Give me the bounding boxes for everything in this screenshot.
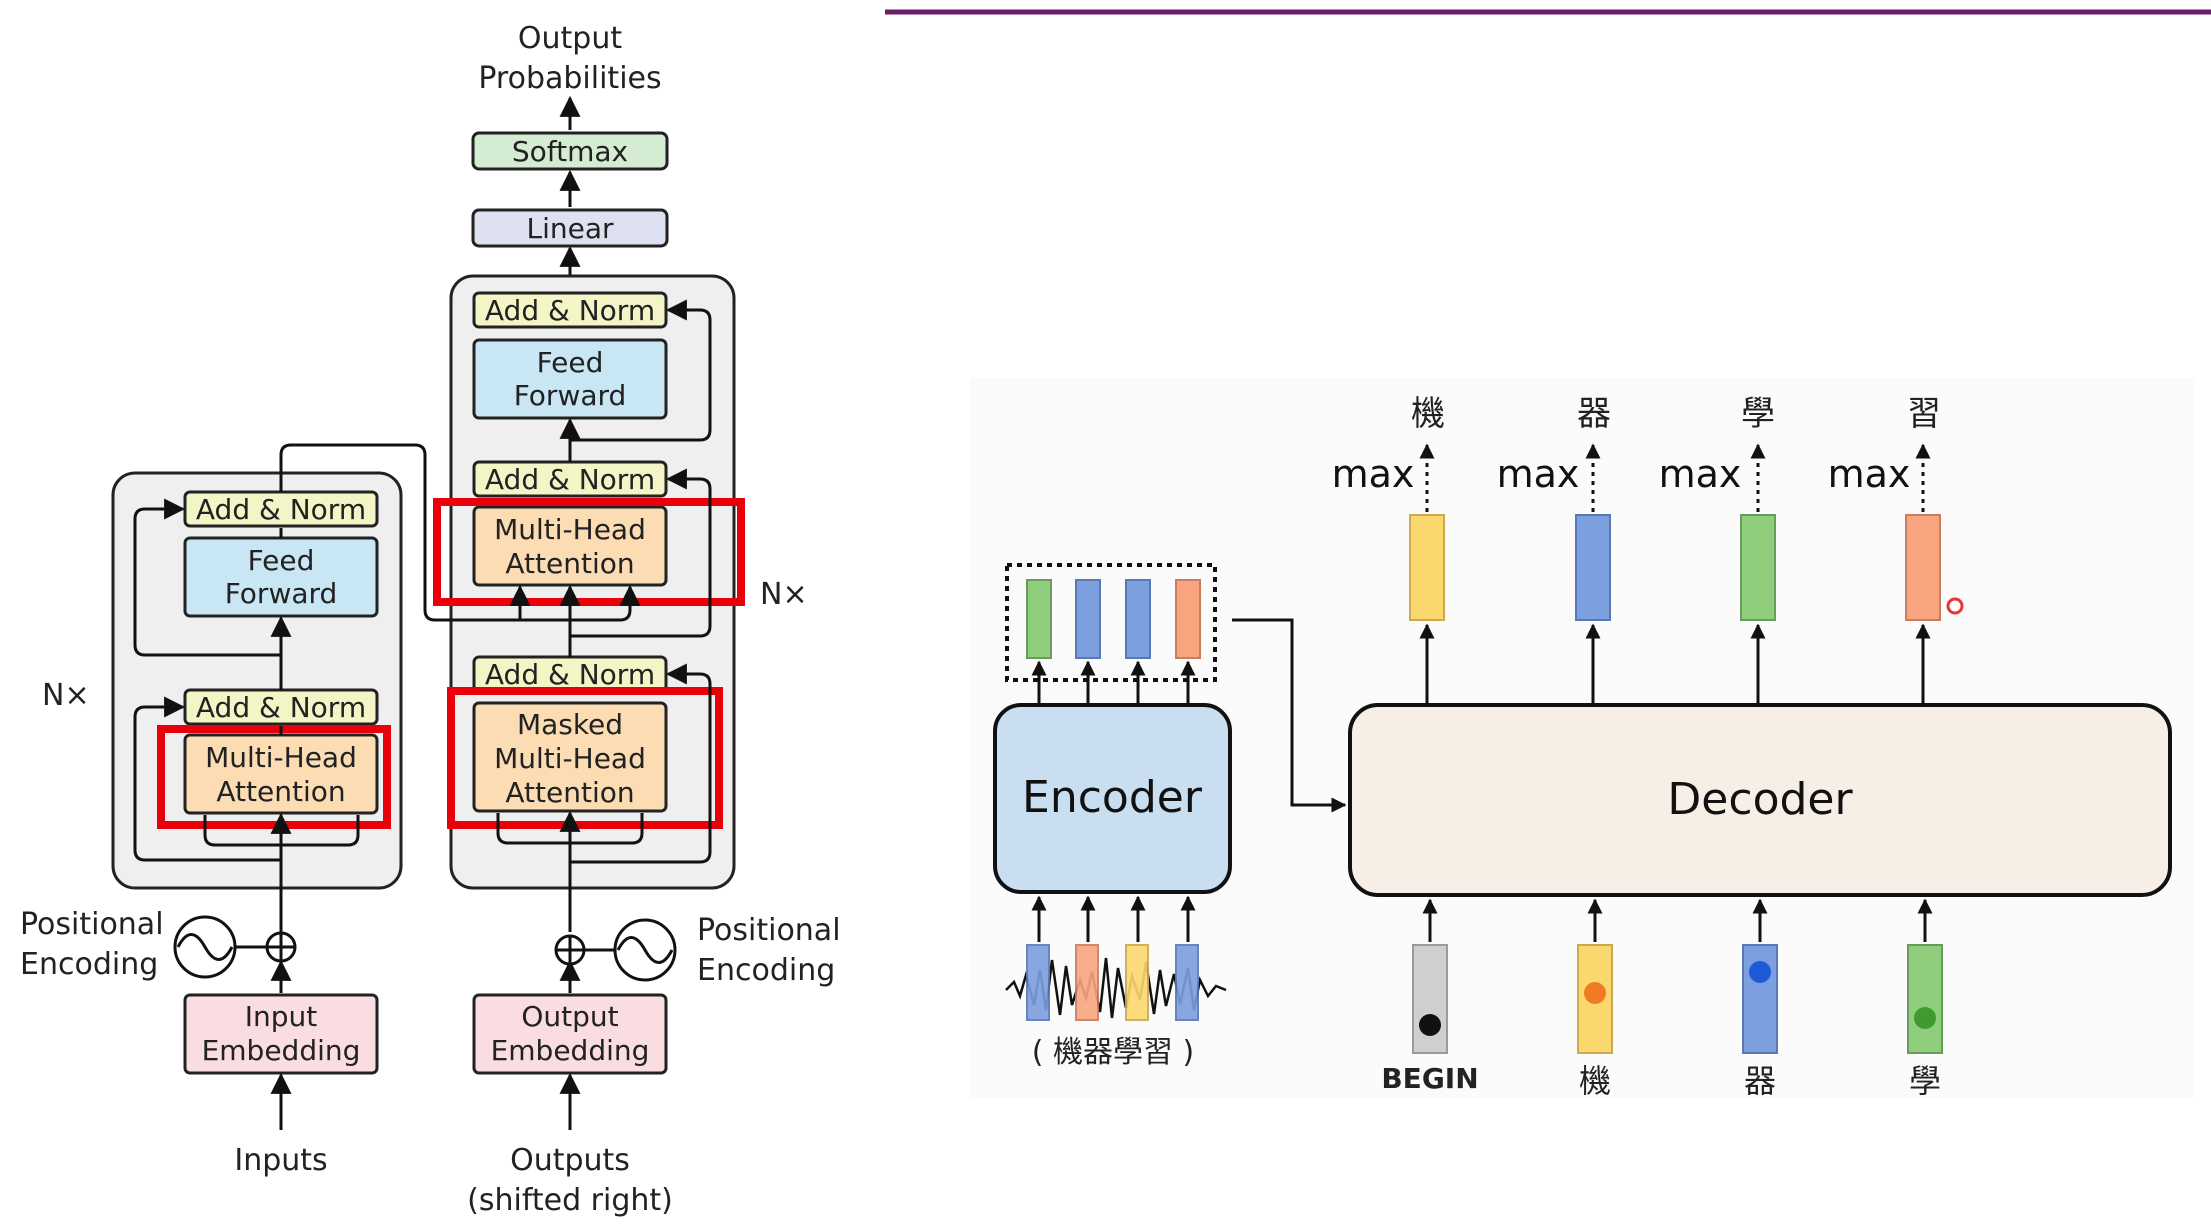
decoder-residual-1 (570, 663, 712, 864)
encoder-residual-2 (133, 498, 281, 657)
decoder-masked-qkv-fork (496, 813, 644, 845)
decoder-feed-forward-label-1: Feed (537, 346, 604, 379)
decoder-residual-3 (570, 299, 712, 442)
input-embedding-label-1: Input (245, 1000, 318, 1033)
encoder-output-vector-blue-1 (1075, 579, 1101, 659)
outputs-label-2: (shifted right) (467, 1183, 673, 1218)
output-probabilities-label-2: Probabilities (478, 61, 661, 96)
decoder-positional-label-2: Encoding (697, 953, 835, 988)
masked-attention-highlight (447, 687, 723, 829)
cross-attention-highlight (433, 498, 745, 606)
decoder-add-norm-3-label: Add & Norm (485, 294, 655, 327)
encoder-nx-label: N× (42, 678, 90, 713)
output-token-4: 習 (1907, 394, 1941, 434)
decoder-output-vector-yellow (1409, 514, 1445, 621)
seq2seq-diagram: Encoder ( 機器學習 ) Decoder max (885, 9, 2211, 1100)
softmax-label: Softmax (512, 135, 628, 168)
encoder-positional-label-2: Encoding (20, 947, 158, 982)
input-embedding-label-2: Embedding (202, 1034, 361, 1067)
encoder-attention-label-1: Multi-Head (205, 741, 357, 774)
decoder-add-norm-2-label: Add & Norm (485, 463, 655, 496)
encoder-positional-add-plus (268, 934, 294, 960)
decoder-output-vector-green (1740, 514, 1776, 621)
input-token-4: 學 (1909, 1062, 1941, 1100)
output-probabilities-label-1: Output (518, 21, 622, 56)
encoder-to-decoder-connection (279, 443, 641, 622)
encoder-feed-forward-label-1: Feed (248, 544, 315, 577)
speech-frame-blue-1 (1026, 944, 1050, 1021)
decoder-positional-add-plus (557, 937, 583, 963)
decoder-cross-attention-label-1: Multi-Head (494, 513, 646, 546)
masked-attention-label-2: Multi-Head (494, 742, 646, 775)
encoder-output-dotted-box (1005, 563, 1217, 682)
encoder-sine-curve (176, 933, 234, 961)
encoder-output-vector-blue-2 (1125, 579, 1151, 659)
decoder-residual-2 (570, 468, 712, 638)
max-label-1: max (1332, 452, 1415, 496)
decoder-input-vector-green (1907, 944, 1943, 1054)
max-label-3: max (1659, 452, 1742, 496)
decoder-input-begin-vector (1412, 944, 1448, 1054)
encoder-feed-forward-label-2: Forward (225, 577, 338, 610)
decoder-nx-label: N× (760, 577, 808, 612)
encoder-qkv-fork (203, 815, 360, 847)
decoder-feed-forward-label-2: Forward (514, 379, 627, 412)
inputs-label: Inputs (234, 1143, 327, 1178)
transformer-diagram: Output Probabilities Softmax Linear Add … (20, 21, 841, 1218)
max-label-2: max (1497, 452, 1580, 496)
output-token-2: 器 (1577, 394, 1611, 434)
masked-attention-label-3: Attention (505, 776, 634, 809)
softmax-box (471, 131, 669, 171)
encoder-add-norm-2-label: Add & Norm (196, 493, 366, 526)
encoder-box (993, 703, 1232, 894)
encoder-add-norm-1-label: Add & Norm (196, 691, 366, 724)
output-embedding-label-1: Output (521, 1000, 618, 1033)
speech-frame-yellow (1125, 944, 1149, 1021)
encoder-to-decoder-arrow (1232, 618, 1347, 813)
masked-attention-label-1: Masked (517, 708, 623, 741)
linear-box (471, 208, 669, 248)
output-embedding-label-2: Embedding (491, 1034, 650, 1067)
max-label-4: max (1828, 452, 1911, 496)
encoder-label: Encoder (1022, 772, 1203, 823)
cursor-pointer-indicator (1946, 597, 1964, 615)
decoder-label: Decoder (1667, 774, 1853, 825)
encoder-positional-label-1: Positional (20, 907, 164, 942)
input-token-dot-blue (1749, 961, 1771, 983)
decoder-output-vector-blue (1575, 514, 1611, 621)
input-token-dot-green (1914, 1007, 1936, 1029)
input-token-2: 機 (1579, 1062, 1611, 1100)
outputs-label-1: Outputs (510, 1143, 630, 1178)
output-token-3: 學 (1741, 394, 1775, 434)
encoder-output-vector-green (1026, 579, 1052, 659)
input-token-dot-orange (1584, 982, 1606, 1004)
decoder-add-norm-1-label: Add & Norm (485, 658, 655, 691)
speech-frame-orange (1075, 944, 1099, 1021)
begin-token-dot (1419, 1014, 1441, 1036)
linear-label: Linear (526, 212, 614, 245)
decoder-sine-curve (616, 936, 674, 964)
speech-transcript-label: ( 機器學習 ) (1032, 1035, 1194, 1070)
encoder-attention-label-2: Attention (216, 775, 345, 808)
decoder-box (1348, 703, 2172, 897)
decoder-cross-attention-label-2: Attention (505, 547, 634, 580)
output-token-1: 機 (1411, 394, 1445, 434)
input-token-begin: BEGIN (1381, 1062, 1478, 1095)
encoder-residual-1 (133, 696, 281, 862)
encoder-output-vector-orange (1175, 579, 1201, 659)
decoder-output-vector-orange (1905, 514, 1941, 621)
decoder-positional-label-1: Positional (697, 913, 841, 948)
speech-frame-blue-2 (1175, 944, 1199, 1021)
input-token-3: 器 (1744, 1062, 1776, 1100)
